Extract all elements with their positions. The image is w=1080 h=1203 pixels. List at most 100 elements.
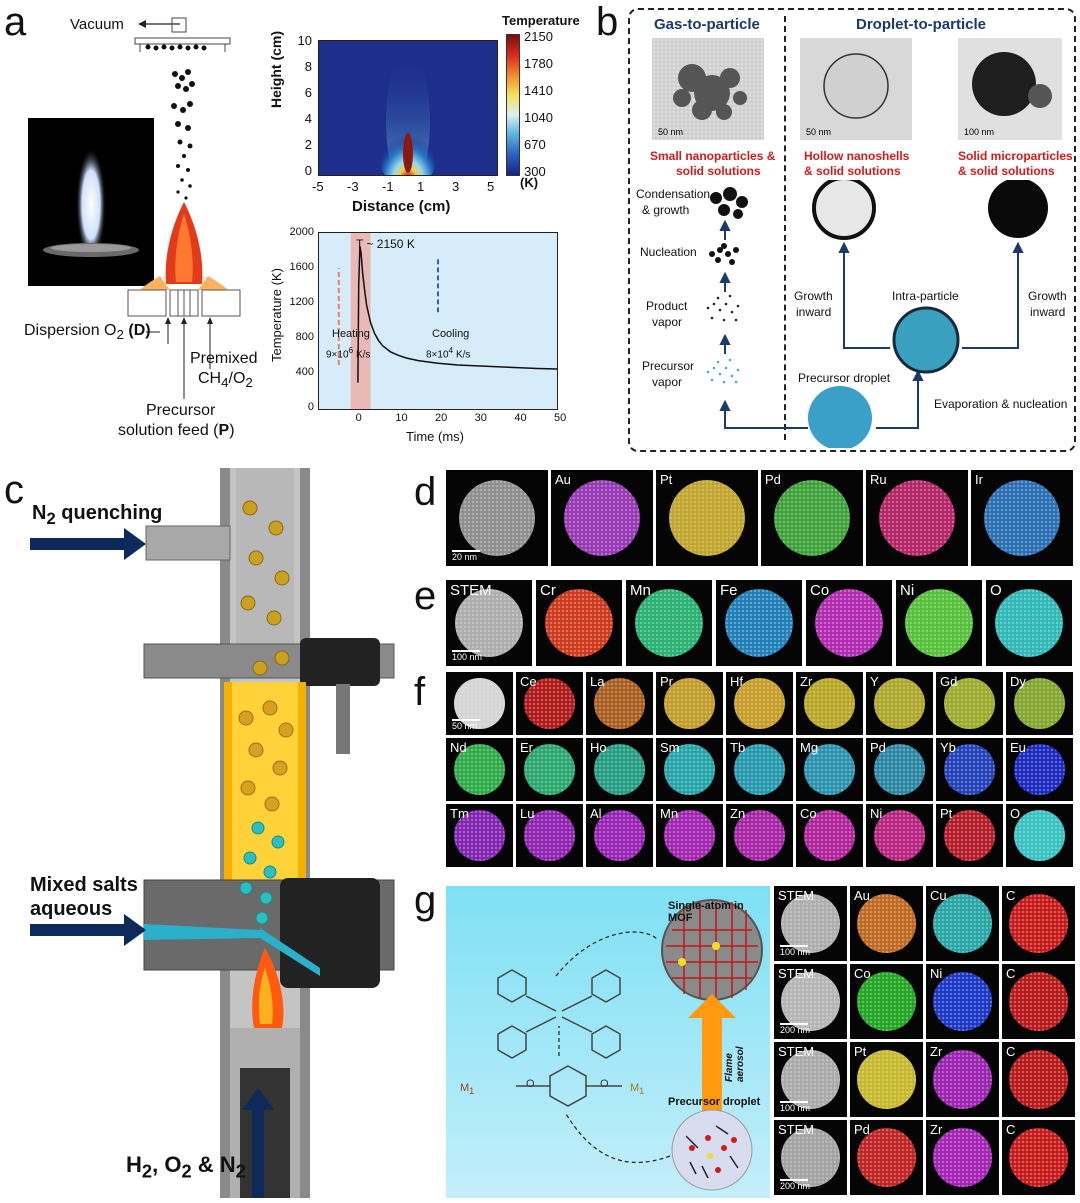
element-map-tile: Tm [446, 804, 513, 867]
heatmap-xtick: -3 [347, 179, 359, 194]
element-label: Pd [765, 472, 781, 487]
element-map-signal [544, 588, 614, 658]
element-map-signal [814, 588, 884, 658]
tem-hollow-nanoshell: 50 nm [800, 38, 912, 140]
element-map-signal [594, 744, 645, 795]
heatmap-ytick: 4 [304, 111, 312, 126]
flame-aerosol-label: Flame aerosol [724, 1046, 746, 1082]
element-label: Nd [450, 740, 467, 755]
heatmap-xlabel: Distance (cm) [352, 198, 451, 215]
element-map-tile: Mn [626, 580, 712, 666]
condensation-label: Condensation [636, 187, 711, 201]
element-map-tile: Zr [926, 1042, 999, 1117]
element-label: STEM [450, 582, 492, 599]
element-map-tile: Au [551, 470, 653, 566]
mechanism-diagram [706, 180, 1048, 448]
element-label: Mn [660, 806, 679, 821]
element-map-signal [944, 810, 995, 861]
g-precursor-droplet-label: Precursor droplet [668, 1096, 761, 1108]
product-vapor-label-1: Product [646, 299, 688, 313]
element-map-tile: Er [516, 738, 583, 801]
element-label: Zn [730, 806, 746, 821]
growth-inward-left-1: Growth [794, 289, 833, 303]
element-map-signal [524, 744, 575, 795]
panel-label-e: e [414, 574, 437, 618]
element-map-tile: Ce [516, 672, 583, 735]
element-map-tile: Ni [866, 804, 933, 867]
element-map-signal [524, 678, 575, 729]
element-map-tile: Y [866, 672, 933, 735]
panel-label-g: g [414, 878, 437, 922]
m1-label-right: M1 [630, 1082, 645, 1097]
growth-inward-left-2: inward [796, 305, 832, 319]
element-map-signal [664, 744, 715, 795]
element-map-signal [524, 810, 575, 861]
chart-title: T ~ 2150 K [356, 237, 415, 251]
panel-label-b: b [596, 0, 619, 44]
vacuum-label: Vacuum [70, 16, 124, 33]
tem-solid-microparticle: 100 nm [958, 38, 1062, 140]
scalebar [780, 945, 808, 947]
element-map-tile: Zn [726, 804, 793, 867]
heatmap-ytick: 6 [304, 85, 312, 100]
chart-ytick: 800 [295, 331, 314, 343]
temperature-series-line [357, 246, 558, 383]
element-map-tile: Dy [1006, 672, 1073, 735]
scalebar [452, 650, 480, 652]
element-map-signal [1009, 972, 1068, 1031]
evaporation-label: Evaporation & nucleation [934, 397, 1068, 411]
element-label: Au [854, 888, 870, 903]
element-map-tile: Cr [536, 580, 622, 666]
element-map-signal [857, 1128, 916, 1187]
element-label: Co [854, 966, 871, 981]
colorbar-tick: 2150 [524, 29, 553, 44]
scalebar [780, 1023, 808, 1025]
element-map-signal [634, 588, 704, 658]
heatmap-ytick: 10 [297, 33, 312, 48]
scalebar-label: 50 nm [452, 721, 478, 731]
heating-label: Heating [332, 328, 370, 340]
dispersion-label: Dispersion O2 (D) [24, 322, 151, 343]
panel-label-d: d [414, 470, 437, 514]
element-label: Pt [660, 472, 673, 487]
element-map-signal [594, 678, 645, 729]
element-map-tile: Gd [936, 672, 1003, 735]
chart-xtick: 40 [514, 412, 527, 424]
chart-ytick: 1600 [289, 261, 314, 273]
scalebar-label: 200 nm [780, 1181, 811, 1191]
mof-title: Single-atom in MOF [668, 900, 744, 924]
element-label: Gd [940, 674, 958, 689]
element-map-tile: Pd [866, 738, 933, 801]
element-map-tile: Pd [761, 470, 863, 566]
element-map-signal [878, 479, 956, 557]
chart-ytick: 0 [307, 401, 314, 413]
panel-label-f: f [414, 670, 426, 714]
element-map-signal [983, 479, 1061, 557]
flame-reactor-schematic [30, 468, 395, 1198]
element-map-tile: Ho [586, 738, 653, 801]
chart-ylabel: Temperature (K) [269, 268, 284, 362]
scalebar [780, 1101, 808, 1103]
nucleation-label: Nucleation [640, 245, 697, 259]
element-map-tile: 50 nm [446, 672, 513, 735]
element-label: Hf [730, 674, 743, 689]
element-map-tile: Nd [446, 738, 513, 801]
element-map-signal [458, 479, 536, 557]
element-map-signal [804, 744, 855, 795]
element-label: Ru [870, 472, 887, 487]
scalebar-label: 100 nm [452, 652, 483, 662]
colorbar-tick: 1780 [524, 56, 553, 71]
mof-schematic: Single-atom in MOF Flame aerosol Precurs… [446, 886, 770, 1198]
element-map-signal [734, 744, 785, 795]
element-map-tile: Yb [936, 738, 1003, 801]
element-map-tile: Co [806, 580, 892, 666]
n2-quenching-label: N2 quenching [32, 502, 163, 528]
red-label-2b: & solid solutions [804, 164, 901, 178]
element-map-tile: Hf [726, 672, 793, 735]
element-label: Ni [870, 806, 883, 821]
element-map-signal [781, 1050, 840, 1109]
element-map-signal [454, 744, 505, 795]
heatmap-xtick: -1 [382, 179, 394, 194]
element-map-tile: O [986, 580, 1072, 666]
element-map-signal [664, 678, 715, 729]
